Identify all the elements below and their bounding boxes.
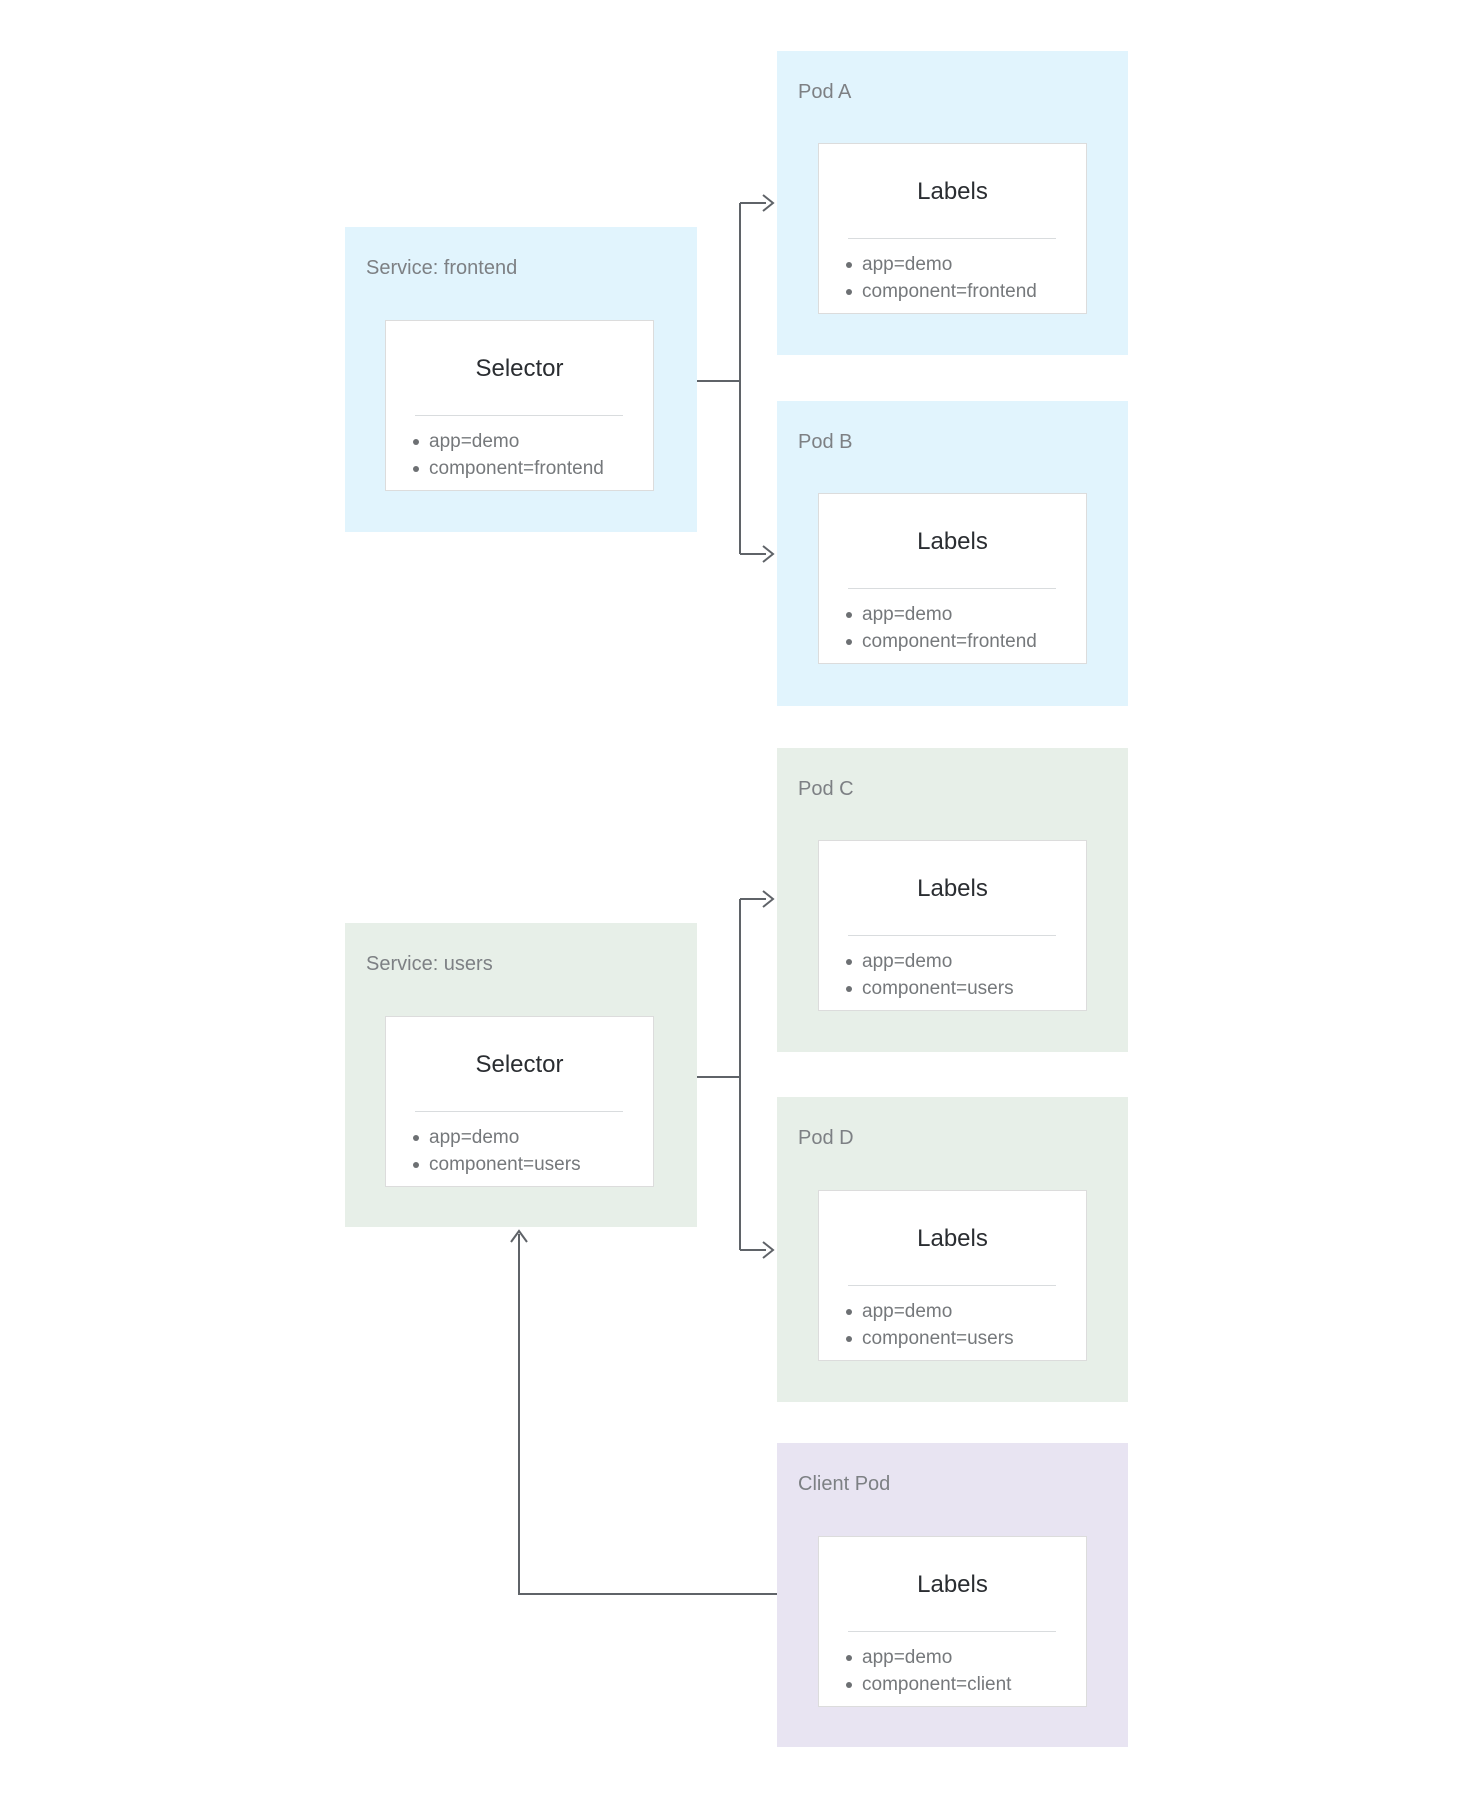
- service-frontend-box: Service: frontend Selector app=demo comp…: [345, 227, 697, 532]
- pod-a-box: Pod A Labels app=demo component=frontend: [777, 51, 1128, 355]
- pod-d-header: Pod D: [798, 1127, 854, 1149]
- bullet-icon: [413, 1134, 419, 1141]
- arrowhead-to-service-users-icon: [510, 1229, 528, 1243]
- bullet-icon: [846, 611, 852, 618]
- label-item-text: component=users: [862, 1327, 1014, 1349]
- pod-a-header: Pod A: [798, 81, 852, 103]
- arrowhead-to-pod-c-icon: [762, 890, 775, 908]
- connector-service-users-to-pods: [697, 898, 766, 1251]
- label-item-text: component=frontend: [862, 280, 1037, 302]
- client-pod-header: Client Pod: [798, 1473, 891, 1495]
- label-item: component=frontend: [846, 628, 1082, 655]
- card-divider: [848, 1631, 1056, 1632]
- labels-list: app=demo component=users: [846, 1298, 1082, 1352]
- arrowhead-to-pod-a-icon: [762, 194, 775, 212]
- bullet-icon: [413, 438, 419, 445]
- labels-list: app=demo component=frontend: [846, 601, 1082, 655]
- selector-list: app=demo component=frontend: [413, 428, 649, 482]
- label-item: app=demo: [846, 1298, 1082, 1325]
- label-item: component=users: [846, 975, 1082, 1002]
- service-frontend-selector-card: Selector app=demo component=frontend: [385, 320, 654, 491]
- labels-list: app=demo component=users: [846, 948, 1082, 1002]
- labels-title: Labels: [917, 527, 988, 555]
- bullet-icon: [846, 288, 852, 295]
- service-users-box: Service: users Selector app=demo compone…: [345, 923, 697, 1227]
- label-item-text: app=demo: [862, 603, 953, 625]
- bullet-icon: [846, 958, 852, 965]
- pod-c-box: Pod C Labels app=demo component=users: [777, 748, 1128, 1052]
- label-item: app=demo: [846, 948, 1082, 975]
- selector-title: Selector: [475, 354, 564, 382]
- selector-item-text: component=users: [429, 1153, 581, 1175]
- labels-title: Labels: [917, 177, 988, 205]
- pod-a-labels-card: Labels app=demo component=frontend: [818, 143, 1087, 314]
- bullet-icon: [846, 261, 852, 268]
- bullet-icon: [846, 985, 852, 992]
- card-divider: [415, 415, 623, 416]
- labels-title: Labels: [917, 1570, 988, 1598]
- bullet-icon: [413, 1161, 419, 1168]
- label-item-text: component=client: [862, 1673, 1012, 1695]
- label-item-text: app=demo: [862, 1300, 953, 1322]
- labels-list: app=demo component=frontend: [846, 251, 1082, 305]
- connector-client-pod-to-service-users: [518, 1234, 777, 1595]
- pod-b-labels-card: Labels app=demo component=frontend: [818, 493, 1087, 664]
- service-users-header: Service: users: [366, 953, 493, 975]
- bullet-icon: [846, 1654, 852, 1661]
- card-divider: [848, 935, 1056, 936]
- card-divider: [848, 1285, 1056, 1286]
- arrowhead-to-pod-d-icon: [762, 1241, 775, 1259]
- bullet-icon: [846, 1308, 852, 1315]
- client-pod-labels-card: Labels app=demo component=client: [818, 1536, 1087, 1707]
- selector-item: app=demo: [413, 1124, 649, 1151]
- service-users-selector-card: Selector app=demo component=users: [385, 1016, 654, 1187]
- arrowhead-to-pod-b-icon: [762, 545, 775, 563]
- label-item: component=frontend: [846, 278, 1082, 305]
- selector-item: component=frontend: [413, 455, 649, 482]
- labels-title: Labels: [917, 874, 988, 902]
- bullet-icon: [846, 1335, 852, 1342]
- label-item-text: component=users: [862, 977, 1014, 999]
- label-item: component=users: [846, 1325, 1082, 1352]
- label-item: app=demo: [846, 251, 1082, 278]
- bullet-icon: [846, 1681, 852, 1688]
- connector-service-frontend-to-pods: [697, 202, 766, 555]
- pod-d-box: Pod D Labels app=demo component=users: [777, 1097, 1128, 1402]
- label-item: app=demo: [846, 1644, 1082, 1671]
- pod-b-header: Pod B: [798, 431, 853, 453]
- selector-item: app=demo: [413, 428, 649, 455]
- pod-d-labels-card: Labels app=demo component=users: [818, 1190, 1087, 1361]
- label-item-text: app=demo: [862, 950, 953, 972]
- selector-item: component=users: [413, 1151, 649, 1178]
- selector-list: app=demo component=users: [413, 1124, 649, 1178]
- bullet-icon: [846, 638, 852, 645]
- label-item: component=client: [846, 1671, 1082, 1698]
- labels-list: app=demo component=client: [846, 1644, 1082, 1698]
- label-item-text: app=demo: [862, 1646, 953, 1668]
- label-item-text: app=demo: [862, 253, 953, 275]
- selector-item-text: app=demo: [429, 1126, 520, 1148]
- labels-title: Labels: [917, 1224, 988, 1252]
- card-divider: [848, 238, 1056, 239]
- client-pod-box: Client Pod Labels app=demo component=cli…: [777, 1443, 1128, 1747]
- selector-title: Selector: [475, 1050, 564, 1078]
- selector-item-text: app=demo: [429, 430, 520, 452]
- label-item: app=demo: [846, 601, 1082, 628]
- bullet-icon: [413, 465, 419, 472]
- card-divider: [415, 1111, 623, 1112]
- card-divider: [848, 588, 1056, 589]
- pod-c-header: Pod C: [798, 778, 854, 800]
- service-frontend-header: Service: frontend: [366, 257, 518, 279]
- pod-b-box: Pod B Labels app=demo component=frontend: [777, 401, 1128, 706]
- pod-c-labels-card: Labels app=demo component=users: [818, 840, 1087, 1011]
- label-item-text: component=frontend: [862, 630, 1037, 652]
- selector-item-text: component=frontend: [429, 457, 604, 479]
